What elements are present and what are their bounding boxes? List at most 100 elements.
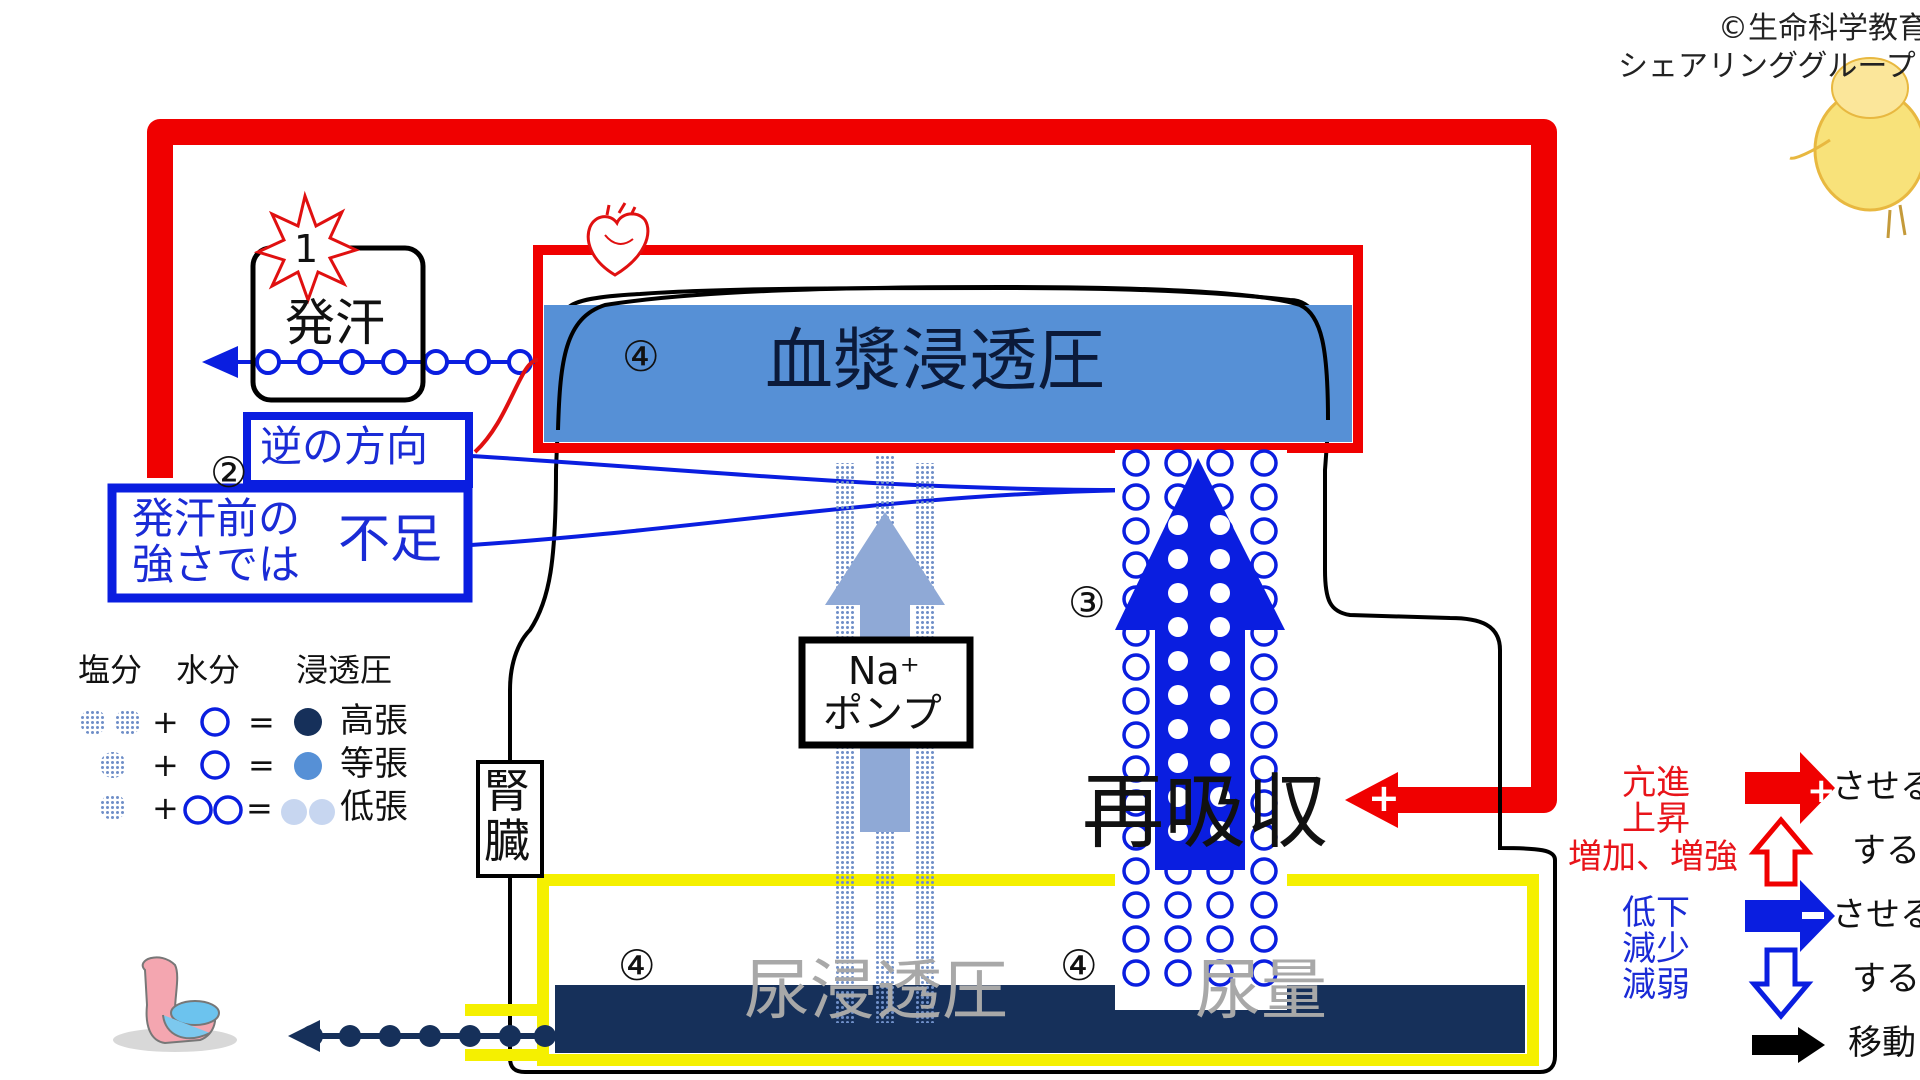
- before-sweat-line-1: 発汗前の: [132, 494, 301, 543]
- key-does-red: する: [1852, 831, 1920, 871]
- legend-row1-plus: +: [152, 703, 179, 741]
- water-circle: [1250, 721, 1278, 749]
- water-circle: [1250, 891, 1278, 919]
- urine-step4-number-2: ④: [1060, 941, 1098, 990]
- urine-volume-label: 尿量: [1195, 952, 1327, 1029]
- key-red-up-1: 亢進: [1622, 763, 1690, 803]
- key-blue-down-3: 減弱: [1622, 965, 1690, 1005]
- water-circle: [1250, 823, 1278, 851]
- water-circle: [1250, 789, 1278, 817]
- before-sweat-line-2: 強さでは: [132, 540, 301, 589]
- water-circle: [1164, 925, 1192, 953]
- loop-plus-sign: +: [1368, 776, 1400, 820]
- water-circle: [1250, 755, 1278, 783]
- water-circle: [1164, 891, 1192, 919]
- water-circle: [1250, 517, 1278, 545]
- legend-row2-equals: =: [248, 746, 275, 784]
- water-circle: [1250, 857, 1278, 885]
- water-circle: [1206, 891, 1234, 919]
- legend-symbols: [80, 707, 335, 825]
- arrow-dot: [1168, 617, 1188, 637]
- legend-row2-plus: +: [152, 746, 179, 784]
- kidney-label-box: [476, 760, 544, 878]
- water-circle: [1122, 789, 1150, 817]
- na-pump-label-1: Na⁺: [848, 649, 920, 693]
- key-move: 移動: [1848, 1023, 1916, 1063]
- chick-icon: [1789, 57, 1920, 239]
- water-circle: [1250, 483, 1278, 511]
- water-circle: [1122, 449, 1150, 477]
- step3-number: ③: [1068, 578, 1106, 627]
- key-red-right-arrow: +: [1745, 752, 1836, 824]
- key-black-move-arrow: [1752, 1027, 1825, 1063]
- urine-outflow-channel: [465, 1004, 548, 1061]
- water-circle: [1122, 517, 1150, 545]
- arrow-dot: [1210, 651, 1230, 671]
- reabsorption-arrow: [1115, 458, 1285, 870]
- plasma-step4-number: ④: [622, 332, 660, 381]
- arrow-dot: [1168, 753, 1188, 773]
- water-circle: [1122, 891, 1150, 919]
- water-circle: [1206, 925, 1234, 953]
- legend-row3-equals: =: [246, 789, 273, 827]
- water-circle: [1122, 721, 1150, 749]
- water-circle: [1122, 823, 1150, 851]
- copyright-line-2: シェアリンググループ: [1618, 49, 1916, 84]
- key-blue-down-2: 減少: [1622, 929, 1690, 969]
- arrow-dot: [1210, 719, 1230, 739]
- reverse-direction-label: 逆の方向: [260, 422, 429, 471]
- legend-row1-result: 高張: [340, 701, 408, 741]
- arrow-dot: [1210, 821, 1230, 841]
- key-blue-down-arrow: [1748, 947, 1814, 1020]
- water-circle: [1122, 959, 1150, 987]
- na-pump-label-2: ポンプ: [823, 691, 942, 737]
- arrow-dot: [1168, 685, 1188, 705]
- arrow-dot: [1210, 685, 1230, 705]
- arrow-dot: [1168, 583, 1188, 603]
- urine-box-fill: [555, 985, 1525, 1053]
- water-circle: [1250, 653, 1278, 681]
- water-circle: [1164, 959, 1192, 987]
- water-circle: [1206, 959, 1234, 987]
- key-makes-red: させる: [1832, 767, 1920, 807]
- red-loop-arrowhead: [1345, 772, 1398, 828]
- legend-row2-result: 等張: [340, 744, 408, 784]
- toilet-icon: [113, 956, 237, 1052]
- water-circle: [1122, 687, 1150, 715]
- urine-box-outline: [537, 874, 1539, 1066]
- sweat-label: 発汗: [285, 294, 385, 352]
- plasma-osmotic-pressure-label: 血漿浸透圧: [765, 322, 1106, 401]
- step1-number: 1: [294, 227, 319, 271]
- arrow-dot: [1168, 515, 1188, 535]
- legend-header-osmotic: 浸透圧: [296, 651, 393, 689]
- legend-row3-result: 低張: [340, 787, 408, 827]
- key-makes-blue: させる: [1832, 895, 1920, 935]
- water-circle: [1164, 449, 1192, 477]
- arrow-dot: [1168, 821, 1188, 841]
- legend-header-salt: 塩分: [78, 651, 143, 689]
- water-circle: [1250, 449, 1278, 477]
- arrow-dot: [1210, 753, 1230, 773]
- legend-row1-equals: =: [248, 703, 275, 741]
- reabsorption-label: 再吸収: [1082, 765, 1329, 860]
- legend-row3-plus: +: [152, 789, 179, 827]
- arrow-dot: [1210, 515, 1230, 535]
- water-circle: [1122, 857, 1150, 885]
- key-red-up-3: 増加、増強: [1568, 837, 1738, 877]
- water-circle: [1122, 483, 1150, 511]
- na-pump-box: [798, 636, 974, 749]
- arrow-dot: [1210, 617, 1230, 637]
- urine-osmotic-pressure-label: 尿浸透圧: [744, 952, 1008, 1029]
- arrow-dot: [1210, 549, 1230, 569]
- water-circle: [1250, 959, 1278, 987]
- plasma-box-fill: [544, 305, 1352, 442]
- key-red-up-2: 上昇: [1622, 799, 1690, 839]
- svg-text:+: +: [1807, 771, 1836, 811]
- insufficient-box: [107, 483, 473, 603]
- water-circle: [1250, 687, 1278, 715]
- kidney-label-1: 腎: [484, 764, 530, 818]
- urine-step4-number-1: ④: [618, 941, 656, 990]
- water-circle: [1122, 755, 1150, 783]
